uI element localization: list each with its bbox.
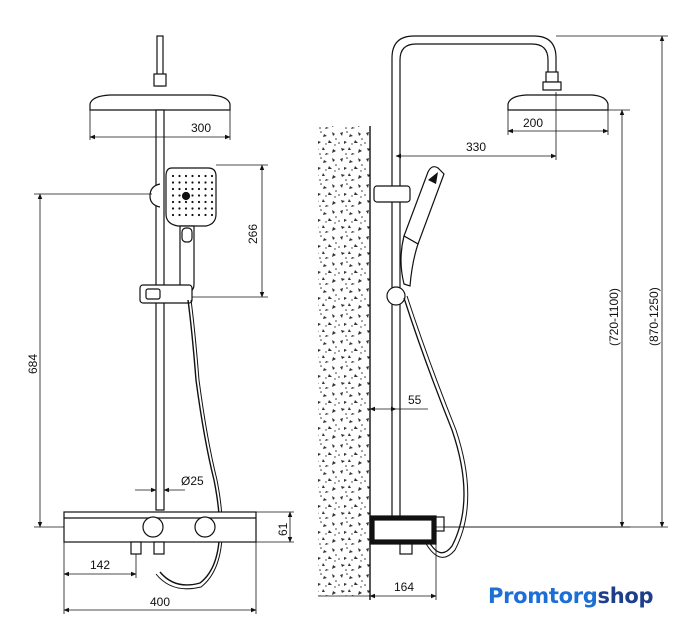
dim-height-range-2: (870-1250): [647, 287, 661, 346]
nozzle-dot: [210, 200, 214, 204]
nozzle-dot: [171, 213, 175, 217]
nozzle-dot: [204, 200, 207, 204]
nozzle-dot: [191, 187, 194, 191]
nozzle-dot: [178, 174, 181, 178]
dim-valve-height: 61: [276, 522, 290, 536]
dim-valve-depth: 164: [394, 580, 414, 594]
side-view: [318, 35, 609, 600]
dim-head-front-width: 300: [191, 121, 211, 135]
side-dimension-lines: [369, 35, 668, 600]
brand-logo-part2: shop: [597, 584, 654, 608]
nozzle-dot: [197, 174, 201, 178]
nozzle-dot: [171, 200, 175, 204]
nozzle-dot: [197, 194, 201, 197]
nozzle-dot: [184, 200, 188, 204]
side-hand-shower: [400, 166, 445, 287]
nozzle-dot: [184, 187, 188, 191]
side-slide-clip: [386, 286, 406, 306]
front-dimension-lines: [34, 110, 294, 614]
nozzle-dot: [204, 207, 207, 210]
nozzle-dot: [204, 213, 207, 217]
nozzle-dot: [191, 200, 194, 204]
front-hose: [159, 299, 221, 586]
nozzle-dot: [184, 207, 188, 210]
front-view: [63, 35, 257, 590]
nozzle-dot: [204, 194, 207, 197]
front-main-bar: [155, 109, 165, 511]
front-top-connector: [153, 73, 167, 87]
nozzle-dot: [178, 200, 181, 204]
nozzle-dot: [191, 181, 194, 184]
nozzle-dot: [210, 174, 214, 178]
nozzle-dot: [191, 213, 194, 217]
dim-pipe-diameter: Ø25: [181, 474, 204, 488]
nozzle-dot: [204, 187, 207, 191]
nozzle-dot: [171, 181, 175, 184]
nozzle-dot: [191, 174, 194, 178]
side-connector: [545, 71, 559, 83]
dim-height-range-1: (720-1100): [607, 288, 621, 346]
front-outlet: [130, 541, 142, 555]
nozzle-dot: [197, 187, 201, 191]
nozzle-dot: [184, 213, 188, 217]
dim-arm-reach: 330: [466, 140, 486, 154]
front-right-knob: [194, 516, 216, 538]
dim-wall-gap: 55: [408, 393, 422, 407]
nozzle-dot: [178, 181, 181, 184]
nozzle-dot: [191, 207, 194, 210]
nozzle-dot: [210, 213, 214, 217]
front-head-holder: [149, 183, 161, 208]
nozzle-dot: [197, 207, 201, 210]
nozzle-dot: [210, 187, 214, 191]
front-hand-shower: [165, 167, 217, 293]
dim-outlet-offset: 142: [90, 558, 110, 572]
nozzle-dot: [197, 213, 201, 217]
nozzle-dot: [197, 181, 201, 184]
nozzle-dot: [191, 194, 194, 197]
nozzle-dot: [204, 181, 207, 184]
nozzle-dot: [171, 207, 175, 210]
side-hose: [403, 297, 465, 554]
dim-bar-height: 684: [26, 354, 40, 374]
dim-handshower-height: 266: [246, 224, 260, 244]
nozzle-dot: [210, 207, 214, 210]
nozzle-dot: [204, 174, 207, 178]
front-left-knob: [142, 516, 164, 538]
dim-valve-width: 400: [150, 595, 170, 609]
wall-section: [318, 126, 370, 596]
nozzle-dot: [178, 194, 181, 197]
side-bracket: [373, 185, 411, 203]
brand-logo: Promtorgshop: [488, 584, 654, 608]
nozzle-dot: [178, 207, 181, 210]
nozzle-dot: [171, 194, 175, 197]
side-shower-head: [507, 94, 609, 111]
front-hand-shower-nozzles: [171, 174, 214, 217]
nozzle-dot: [184, 181, 188, 184]
nozzle-dot: [184, 174, 188, 178]
brand-logo-part1: Promtorg: [488, 584, 598, 608]
nozzle-dot: [197, 200, 201, 204]
nozzle-dot: [210, 181, 214, 184]
nozzle-dot: [178, 187, 181, 191]
nozzle-dot: [171, 174, 175, 178]
dim-head-side-width: 200: [523, 116, 543, 130]
front-shower-head: [89, 94, 231, 111]
nozzle-dot: [210, 194, 214, 197]
nozzle-dot: [178, 213, 181, 217]
nozzle-dot: [171, 187, 175, 191]
side-riser-pipe: [391, 35, 557, 516]
